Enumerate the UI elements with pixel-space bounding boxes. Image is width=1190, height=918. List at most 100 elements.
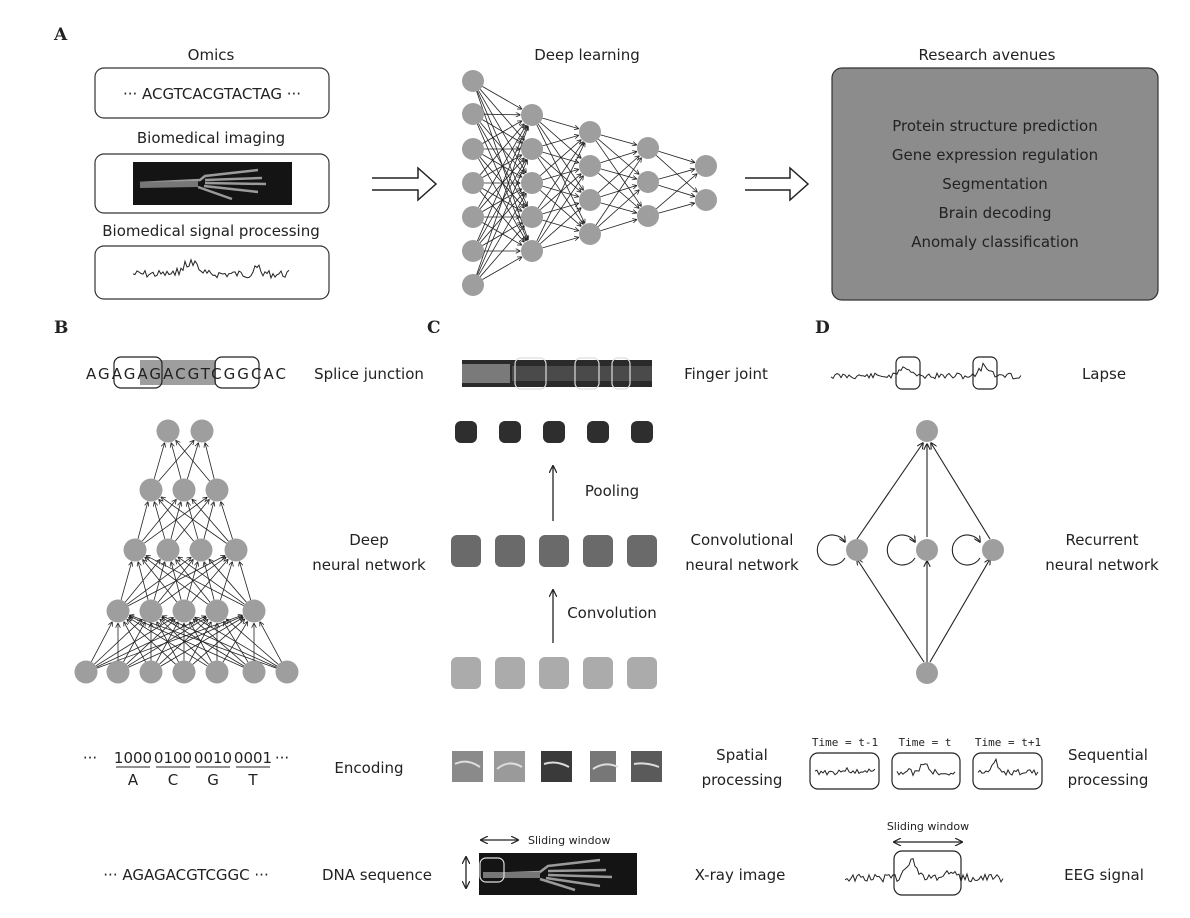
network-edge [479,124,524,175]
network-edge [190,622,212,663]
network-edge [597,190,639,227]
splice-sequence: AGAGAGACGTCGGCAC [86,356,286,389]
dnn-label-line2: neural network [312,556,426,574]
pooled-feature [499,421,521,443]
rnn-output-node [916,420,938,442]
network-edge [600,134,637,145]
dl-title: Deep learning [534,46,640,64]
network-node [637,171,659,193]
network-edge [162,616,277,668]
eeg-label: EEG signal [1064,866,1144,884]
network-edge [542,237,579,249]
pooled-feature [631,421,653,443]
network-edge [477,160,527,276]
network-node [637,137,659,159]
network-edge [159,500,194,542]
time-window-box [891,752,961,790]
network-node [224,538,248,562]
network-node [172,660,196,684]
network-edge [536,143,585,242]
encoding-code: 0100 [154,749,192,767]
network-node [521,104,543,126]
network-edge [478,123,526,207]
network-node [139,478,163,502]
dnn-label-line1: Deep [349,531,389,549]
network-edge [478,125,526,208]
network-node [205,599,229,623]
network-node [172,599,196,623]
encoding-code: 0001 [234,749,272,767]
finger-xray-strip [462,357,652,390]
patch-detail [454,760,481,768]
network-edge [482,86,522,109]
network-edge [598,138,639,174]
network-edge [537,176,583,243]
network-edge [658,169,695,180]
network-edge [542,151,579,163]
research-item: Gene expression regulation [892,146,1098,164]
network-node [172,478,196,502]
omics-box [94,67,330,119]
network-node [521,138,543,160]
network-edge [482,257,522,280]
network-node [462,70,484,92]
panel-b-letter: B [54,318,68,338]
dna-label: DNA sequence [322,866,432,884]
rnn-hidden-node [846,539,868,561]
network-edge [226,619,279,665]
imaging-title: Biomedical imaging [137,129,285,147]
network-edge [160,619,209,665]
eeg-window [893,850,962,896]
encoding-base: G [207,771,219,789]
network-node [462,103,484,125]
conv-feature [539,535,569,567]
network-edge [143,560,178,603]
xray-sliding-window: Sliding window [466,834,637,895]
conv-feature [627,535,657,567]
network-edge [192,619,245,665]
network-node [189,538,213,562]
conv-feature [451,535,481,567]
input-patch [539,657,569,689]
network-edge [655,155,697,192]
network-edge [124,622,146,663]
deep-network-a [462,70,717,296]
encoding-base: A [128,771,139,789]
encoding-code: 0010 [194,749,232,767]
eeg-sliding-window-label: Sliding window [887,820,969,833]
pooling-label: Pooling [585,482,639,500]
network-edge [178,557,245,605]
network-edge [477,126,527,242]
network-edge [478,193,526,276]
spatial-patches [452,751,662,782]
network-edge [129,618,208,667]
network-edge [482,222,522,245]
network-edge [600,152,637,164]
network-edge [597,156,639,193]
network-edge [154,502,166,540]
research-box [831,67,1159,301]
patch-detail [633,762,660,768]
cnn-label-line2: neural network [685,556,799,574]
rnn-label-line1: Recurrent [1065,531,1138,549]
network-edge [539,208,581,245]
network-edge [600,202,637,213]
spatial-label-line2: processing [702,771,783,789]
spatial-patch [590,751,616,782]
network-node [695,189,717,211]
encoding-block: ··· ··· 1000 0100 0010 0001 A C G T [83,749,289,789]
network-edge [204,562,215,600]
spatial-label-line1: Spatial [716,746,768,764]
network-node [462,274,484,296]
time-window-trace [896,763,956,777]
rnn-hidden-node [982,539,1004,561]
sliding-window-label: Sliding window [528,834,610,847]
network-edge [138,562,149,600]
network-node [156,419,180,443]
network-edge [176,560,211,603]
network-edge [141,500,176,542]
network-edge [129,616,244,668]
network-edge [482,119,521,143]
network-edge [189,622,211,663]
